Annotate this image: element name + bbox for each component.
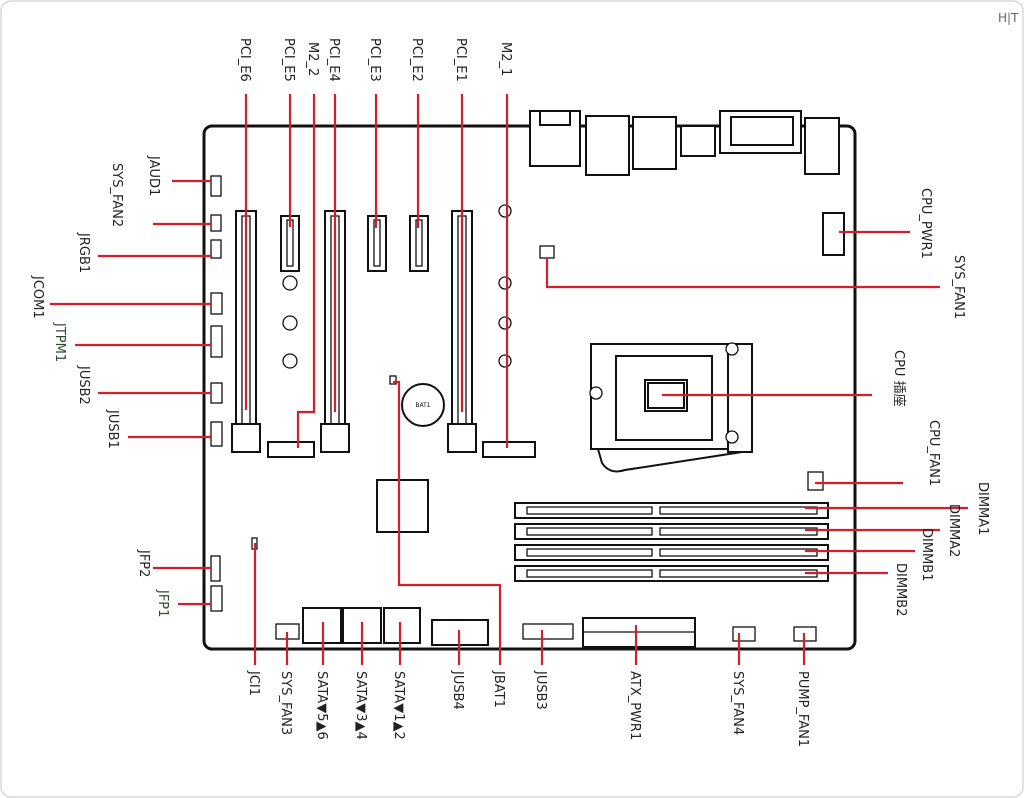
label-jusb2: JUSB2 [76, 365, 91, 405]
bottom-labels: JCI1 SYS_FAN3 SATA▼5▲6 SATA▼3▲4 SATA▼1▲2… [246, 670, 810, 747]
label-jci1: JCI1 [246, 670, 261, 696]
label-dimma1: DIMMA1 [975, 482, 990, 535]
right-labels: CPU_PWR1 SYS_FAN1 CPU 插座 CPU_FAN1 DIMMA1… [891, 188, 990, 616]
label-atx-pwr1: ATX_PWR1 [627, 671, 642, 740]
label-pump-fan1: PUMP_FAN1 [795, 671, 810, 747]
label-pcie5: PCI_E5 [281, 38, 296, 82]
label-cpu-fan1: CPU_FAN1 [926, 420, 941, 486]
chipset [376, 479, 429, 533]
label-sys-fan4: SYS_FAN4 [730, 671, 745, 735]
left-labels: JAUD1 SYS_FAN2 JRGB1 JCOM1 JTPM1 JUSB2 J… [30, 155, 170, 617]
label-pcie1: PCI_E1 [453, 38, 468, 82]
label-sata34: SATA▼3▲4 [353, 671, 368, 740]
label-sys-fan1: SYS_FAN1 [951, 255, 966, 319]
battery-label: BAT1 [415, 402, 430, 409]
label-jtpm1: JTPM1 [52, 322, 67, 362]
rear-io-panel [529, 110, 840, 176]
label-jfp2: JFP2 [136, 549, 151, 577]
label-sys-fan3: SYS_FAN3 [278, 671, 293, 735]
label-jbat1: JBAT1 [491, 670, 506, 708]
label-pcie2: PCI_E2 [409, 38, 424, 82]
label-jaud1: JAUD1 [146, 155, 161, 196]
label-jrgb1: JRGB1 [76, 232, 91, 273]
battery: BAT1 [389, 375, 445, 427]
label-sata56: SATA▼5▲6 [314, 671, 329, 740]
label-cpu-socket: CPU 插座 [891, 350, 906, 407]
label-jusb4: JUSB4 [450, 670, 465, 710]
leader-lines [50, 94, 968, 665]
corner-mark: H|T [998, 11, 1019, 25]
label-dimma2: DIMMA2 [946, 504, 961, 557]
label-jusb3: JUSB3 [533, 670, 548, 710]
label-jcom1: JCOM1 [30, 275, 45, 319]
label-dimmb1: DIMMB1 [919, 528, 934, 581]
label-cpu-pwr1: CPU_PWR1 [918, 188, 933, 259]
label-m2-2: M2_2 [305, 42, 320, 76]
label-jusb1: JUSB1 [105, 409, 120, 449]
label-pcie3: PCI_E3 [367, 38, 382, 82]
label-sata12: SATA▼1▲2 [391, 671, 406, 740]
m2-connectors [267, 204, 536, 458]
label-dimmb2: DIMMB2 [893, 563, 908, 616]
cpu-socket [539, 212, 845, 491]
label-m2-1: M2_1 [498, 42, 513, 76]
label-pcie6: PCI_E6 [237, 38, 252, 82]
label-sys-fan2: SYS_FAN2 [109, 163, 124, 227]
top-labels: PCI_E6 PCI_E5 M2_2 PCI_E4 PCI_E3 PCI_E2 … [237, 38, 513, 82]
label-jfp1: JFP1 [155, 589, 170, 617]
label-pcie4: PCI_E4 [326, 38, 341, 82]
